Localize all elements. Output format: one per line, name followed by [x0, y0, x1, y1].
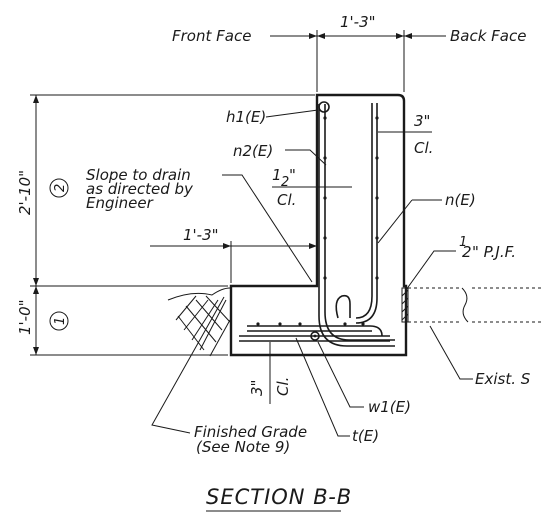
circle-upper	[49, 178, 69, 198]
finished-grade-line1: Finished Grade	[194, 423, 307, 441]
top-cover-dimension	[378, 126, 432, 138]
circle-upper-num: 2	[53, 184, 68, 192]
back-face-label: Back Face	[450, 27, 526, 45]
side-cover-frac: 2	[281, 175, 289, 190]
slope-line1: Slope to drain	[86, 166, 191, 184]
dim-upper: 2'-10"	[16, 170, 34, 215]
exist-leader	[429, 325, 473, 380]
side-cover-unit: "	[289, 166, 296, 184]
slope-line2: as directed by	[86, 180, 194, 198]
side-cover-dimension	[272, 180, 352, 195]
pjf-den: 2	[462, 243, 472, 261]
side-cover-whole: 1	[272, 166, 282, 184]
n-label: n(E)	[445, 191, 476, 209]
side-cover-cl: Cl.	[277, 191, 296, 209]
top-dimension	[270, 30, 446, 92]
left-dimensions	[30, 94, 315, 356]
pjf-joint	[401, 287, 409, 323]
n2-label: n2(E)	[233, 142, 273, 160]
top-cover-value: 3"	[414, 112, 430, 130]
front-face-label: Front Face	[172, 27, 251, 45]
circle-lower-num: 1	[53, 317, 68, 325]
bottom-cover-cl: Cl.	[274, 377, 292, 396]
n2-leader	[285, 149, 327, 166]
toe-dimension	[150, 241, 317, 283]
concrete-section	[229, 93, 408, 357]
exist-label: Exist. S	[475, 370, 531, 388]
pjf-num: 1	[459, 235, 467, 250]
h1-leader	[265, 109, 319, 118]
bottom-cover-dimension	[263, 340, 277, 404]
w1-leader	[317, 341, 364, 408]
n-leader	[377, 199, 413, 244]
t-label: t(E)	[352, 427, 379, 445]
toe-width-label: 1'-3"	[183, 226, 219, 244]
pjf-text: " P.J.F.	[472, 243, 516, 261]
pjf-leader	[405, 250, 456, 291]
top-cover-cl: Cl.	[414, 139, 433, 157]
dim-lower: 1'-0"	[16, 299, 34, 335]
h1-label: h1(E)	[226, 108, 266, 126]
finished-grade-leader	[151, 296, 225, 434]
circle-lower	[49, 311, 69, 331]
section-title: SECTION B-B	[206, 485, 352, 509]
slope-leader	[222, 174, 313, 283]
w1-label: w1(E)	[368, 398, 411, 416]
finished-grade-hatch	[167, 287, 231, 357]
top-width-label: 1'-3"	[340, 13, 376, 31]
t-leader	[295, 337, 350, 437]
slope-line3: Engineer	[86, 194, 154, 212]
bottom-cover-value: 3"	[248, 380, 266, 396]
existing-slab	[408, 287, 543, 323]
finished-grade-line2: (See Note 9)	[196, 438, 290, 456]
